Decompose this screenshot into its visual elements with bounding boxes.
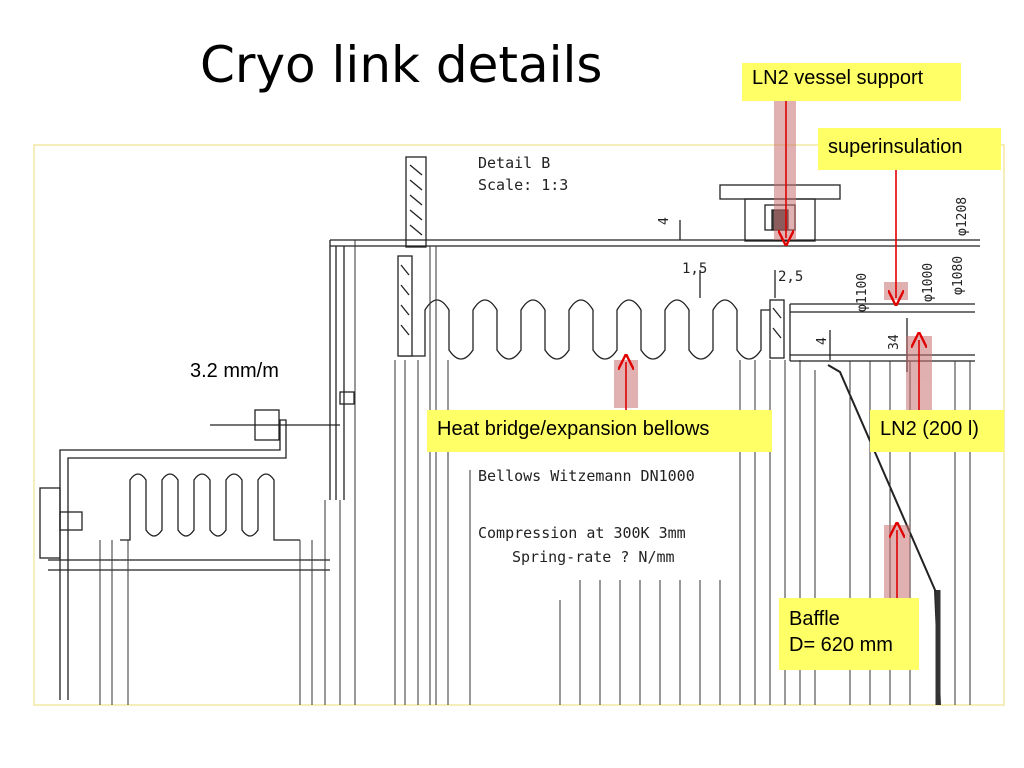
callout-baffle: Baffle D= 620 mm bbox=[779, 598, 919, 670]
slide-title: Cryo link details bbox=[200, 36, 603, 94]
left-bellows bbox=[120, 473, 300, 541]
dim-4-lower: 4 bbox=[815, 337, 830, 345]
dim-phi1100: φ1100 bbox=[855, 273, 870, 312]
drawing-frame bbox=[33, 144, 1005, 706]
callout-heat-bridge: Heat bridge/expansion bellows bbox=[427, 410, 772, 452]
dim-2-5: 2,5 bbox=[778, 269, 803, 285]
callout-baffle-line1: Baffle bbox=[789, 608, 840, 630]
callout-ln2-vessel-support: LN2 vessel support bbox=[742, 63, 961, 101]
scale-label: Scale: 1:3 bbox=[478, 176, 568, 194]
callout-superinsulation: superinsulation bbox=[818, 128, 1001, 170]
callout-ln2: LN2 (200 l) bbox=[870, 410, 1004, 452]
dim-phi1208: φ1208 bbox=[955, 197, 970, 236]
compression-note: Compression at 300K 3mm bbox=[478, 524, 686, 542]
main-bellows bbox=[400, 299, 775, 360]
slope-label: 3.2 mm/m bbox=[190, 360, 279, 382]
dim-34: 34 bbox=[887, 334, 902, 350]
dim-phi1000: φ1000 bbox=[921, 263, 936, 302]
callout-baffle-line2: D= 620 mm bbox=[789, 634, 893, 656]
support-arrow-glow bbox=[774, 100, 796, 240]
flange-plate bbox=[405, 156, 427, 248]
left-housing bbox=[59, 419, 287, 700]
dim-phi1080: φ1080 bbox=[951, 256, 966, 295]
spring-rate-note: Spring-rate ? N/mm bbox=[512, 548, 675, 566]
dim-4-top: 4 bbox=[657, 217, 672, 225]
bellows-note: Bellows Witzemann DN1000 bbox=[478, 467, 695, 485]
detail-label: Detail B bbox=[478, 154, 550, 172]
dim-1-5: 1,5 bbox=[682, 261, 707, 277]
